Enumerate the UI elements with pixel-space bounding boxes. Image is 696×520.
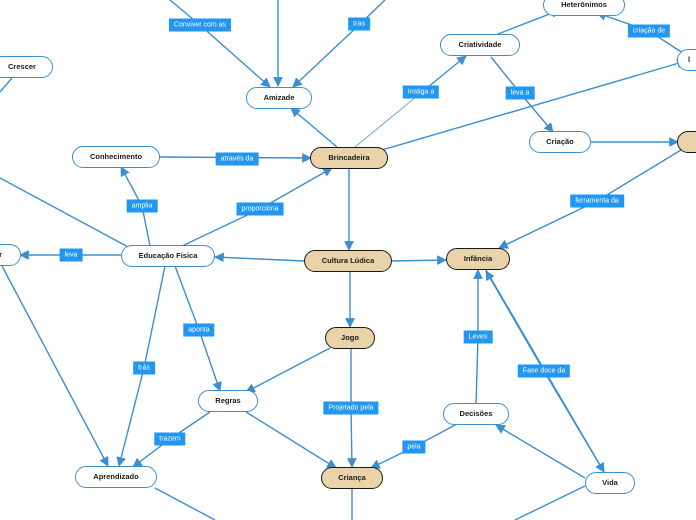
node-crescer[interactable]: Crescer bbox=[0, 56, 53, 78]
edge-aprendizado-offscreen bbox=[154, 487, 216, 520]
link-leva[interactable]: leva bbox=[59, 248, 83, 262]
link-criacao-de[interactable]: criação de bbox=[627, 24, 671, 38]
node-educacao-fisica[interactable]: Educação Física bbox=[121, 245, 215, 267]
edge-brincadeira-amizade bbox=[290, 107, 338, 148]
node-aprendizado[interactable]: Aprendizado bbox=[75, 466, 157, 488]
link-fase-doce-da[interactable]: Fase doce da bbox=[517, 364, 571, 378]
node-edge-left[interactable]: ar bbox=[0, 244, 21, 266]
edge-left-aprendizado bbox=[1, 265, 109, 467]
node-criatividade[interactable]: Criatividade bbox=[440, 34, 520, 56]
link-conviver-com-as[interactable]: Conviver com as bbox=[168, 18, 232, 32]
link-proporciona[interactable]: proporciona bbox=[236, 202, 284, 216]
edge-tras-amizade bbox=[292, 0, 386, 88]
node-jogo[interactable]: Jogo bbox=[325, 327, 375, 349]
link-amplia[interactable]: amplia bbox=[126, 199, 158, 213]
edge-brincadeira-right bbox=[374, 58, 687, 153]
edge-crescer-offscreen bbox=[0, 77, 13, 93]
edge-jogo-regras bbox=[245, 347, 331, 393]
node-edge-right-core[interactable] bbox=[677, 131, 696, 153]
link-ferramenta-da[interactable]: ferramenta da bbox=[570, 194, 624, 208]
link-trazem[interactable]: trazem bbox=[154, 432, 186, 446]
node-vida[interactable]: Vida bbox=[585, 472, 635, 494]
edge-brincadeira-instiga bbox=[354, 91, 423, 148]
node-cultura-ludica[interactable]: Cultura Lúdica bbox=[304, 250, 392, 272]
link-pela[interactable]: pela bbox=[402, 440, 426, 454]
edge-regras-crianca bbox=[245, 411, 337, 469]
link-leves[interactable]: Leves bbox=[463, 330, 493, 344]
node-brincadeira[interactable]: Brincadeira bbox=[310, 147, 388, 169]
link-projetado-pela[interactable]: Projetado pela bbox=[323, 401, 379, 415]
node-infancia[interactable]: Infância bbox=[446, 248, 510, 270]
edge-conviver-amizade bbox=[169, 0, 271, 88]
node-heteronimos[interactable]: Heterônimos bbox=[543, 0, 625, 16]
link-tras-left[interactable]: trás bbox=[133, 361, 155, 375]
link-instiga-a[interactable]: Instiga a bbox=[402, 85, 440, 99]
edge-vida-decisoes bbox=[495, 424, 586, 479]
node-edge-right[interactable]: l bbox=[677, 49, 696, 71]
node-crianca[interactable]: Criança bbox=[321, 467, 383, 489]
link-tras-top[interactable]: tras bbox=[348, 17, 370, 31]
node-conhecimento[interactable]: Conhecimento bbox=[72, 146, 160, 168]
link-atraves-da[interactable]: através da bbox=[215, 152, 259, 166]
edge-cultura-educacao bbox=[214, 252, 305, 263]
edge-cultura-infancia bbox=[391, 255, 447, 266]
link-leva-a[interactable]: leva a bbox=[505, 86, 535, 100]
edge-vida-offscreen bbox=[514, 485, 586, 520]
node-regras[interactable]: Regras bbox=[198, 390, 258, 412]
link-aponta[interactable]: aponta bbox=[183, 323, 215, 337]
edge-offscreen-educacao bbox=[0, 177, 131, 249]
node-criacao[interactable]: Criação bbox=[529, 131, 591, 153]
node-amizade[interactable]: Amizade bbox=[246, 87, 312, 109]
node-decisoes[interactable]: Decisões bbox=[443, 403, 509, 425]
